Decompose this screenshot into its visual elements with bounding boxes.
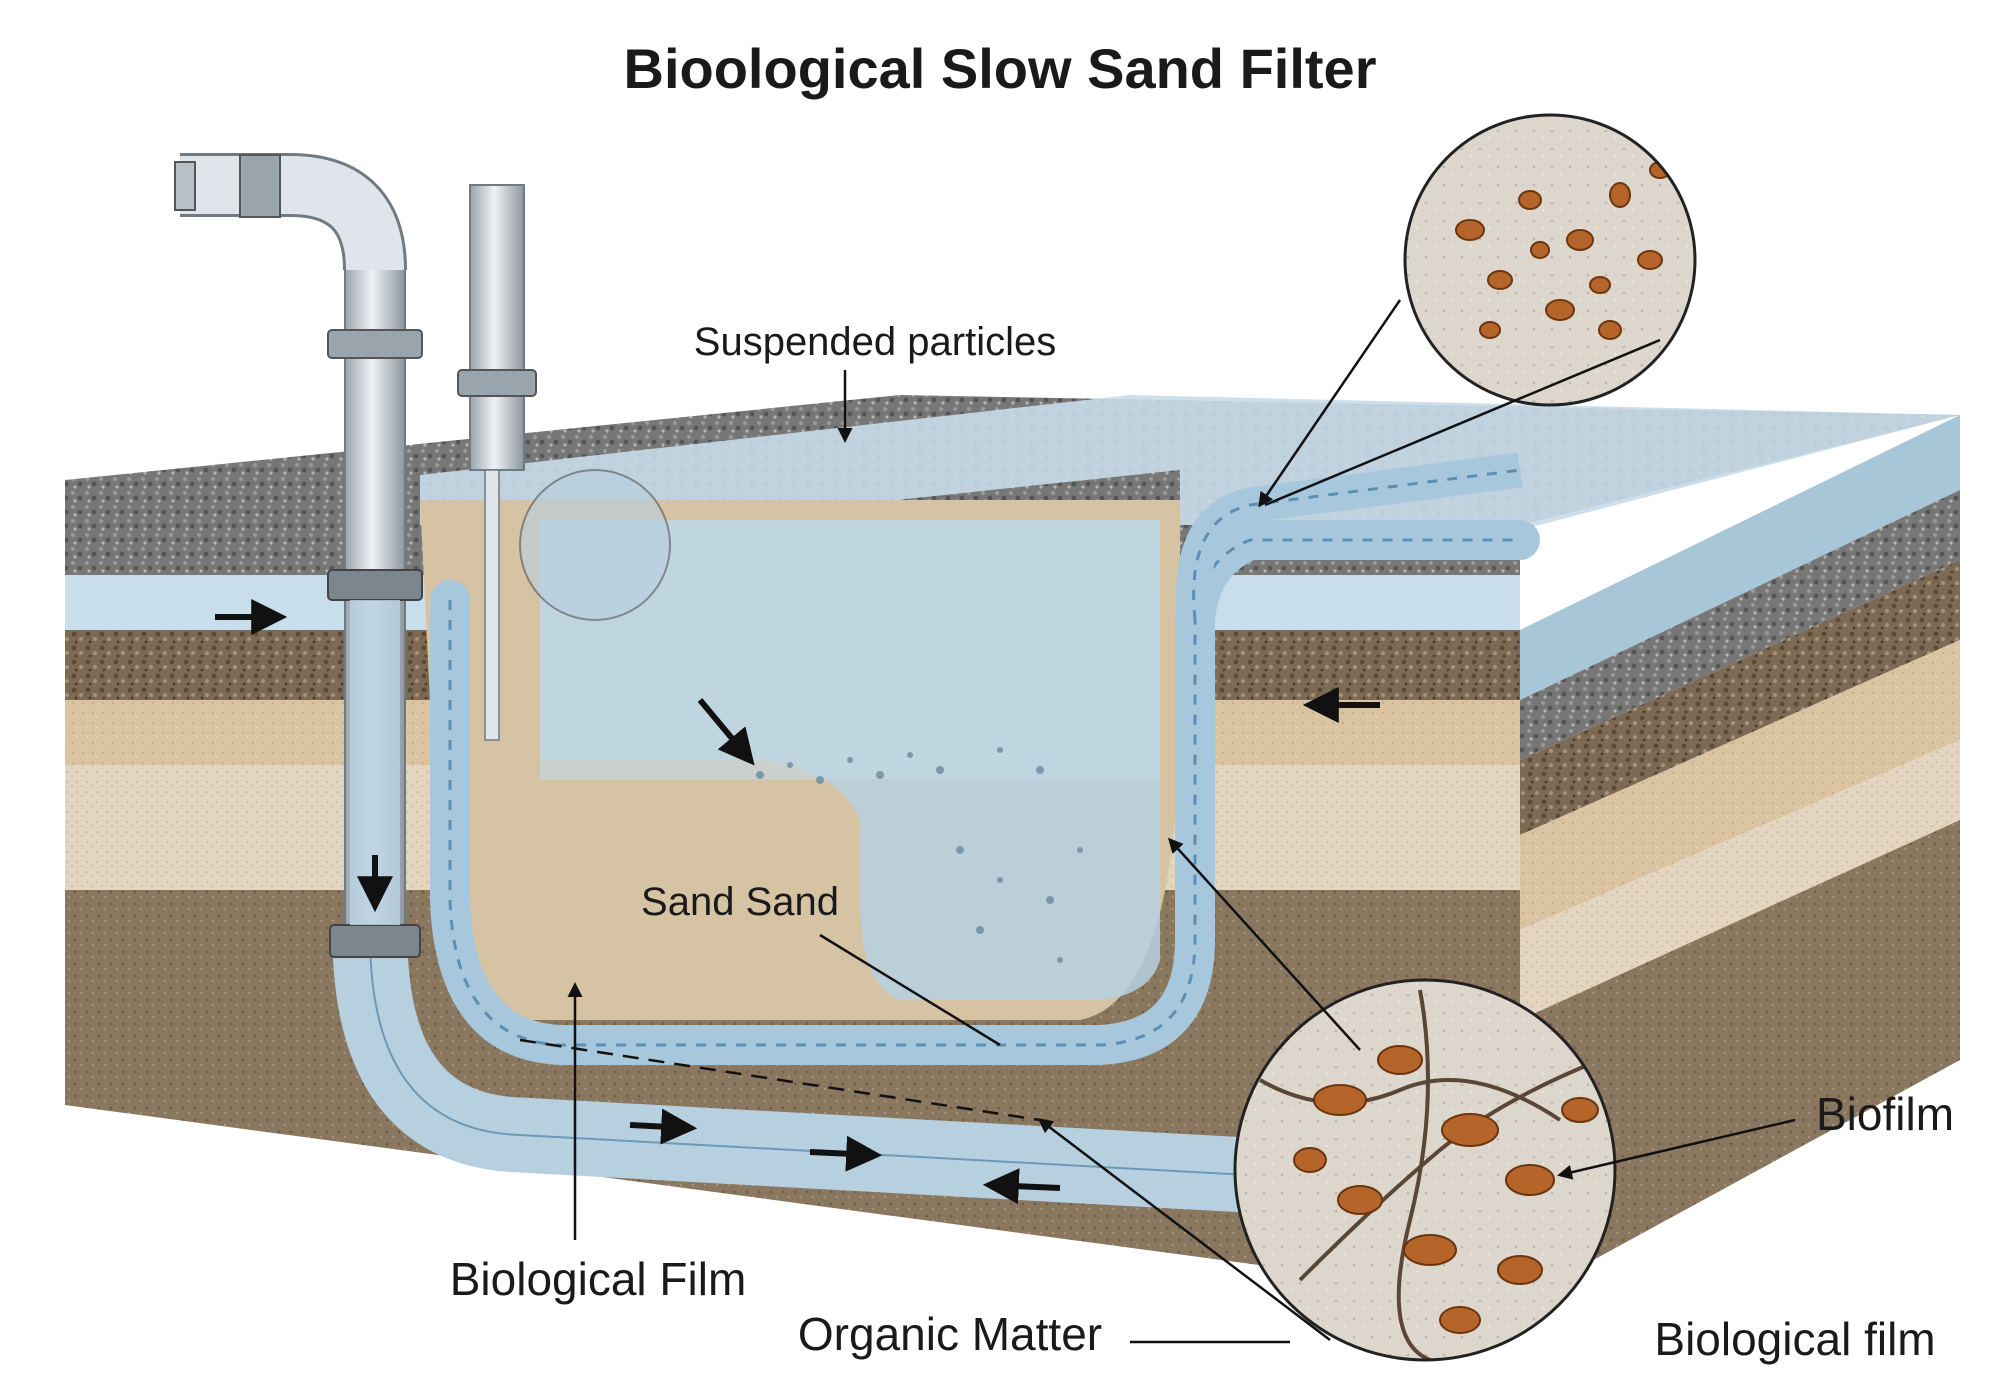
- label-biological-film-right: Biological film: [1654, 1313, 1935, 1365]
- label-sand-sand: Sand Sand: [641, 880, 839, 924]
- suspended-particle-dots: [756, 747, 1083, 963]
- leader-lines: [567, 299, 1796, 1344]
- bacteria-icon: [1293, 1045, 1599, 1334]
- diagram-title: Bioological Slow Sand Filter: [624, 37, 1377, 100]
- block-side-face: [1520, 415, 1960, 1300]
- label-biofilm: Biofilm: [1816, 1088, 1954, 1140]
- bubble-circle: [519, 469, 671, 621]
- bacteria-icon: [1455, 161, 1671, 340]
- label-organic-matter: Organic Matter: [798, 1308, 1102, 1360]
- magnifier-circle-icon: [1233, 113, 1697, 1362]
- label-suspended-particles: Suspended particles: [694, 320, 1056, 364]
- inlet-pipe-icon: [174, 153, 423, 958]
- sand-basin: [420, 469, 1180, 1020]
- flow-arrow-icon: [215, 599, 1380, 1205]
- label-biological-film-left: Biological Film: [450, 1253, 747, 1305]
- outlet-pipe-icon: [457, 184, 537, 741]
